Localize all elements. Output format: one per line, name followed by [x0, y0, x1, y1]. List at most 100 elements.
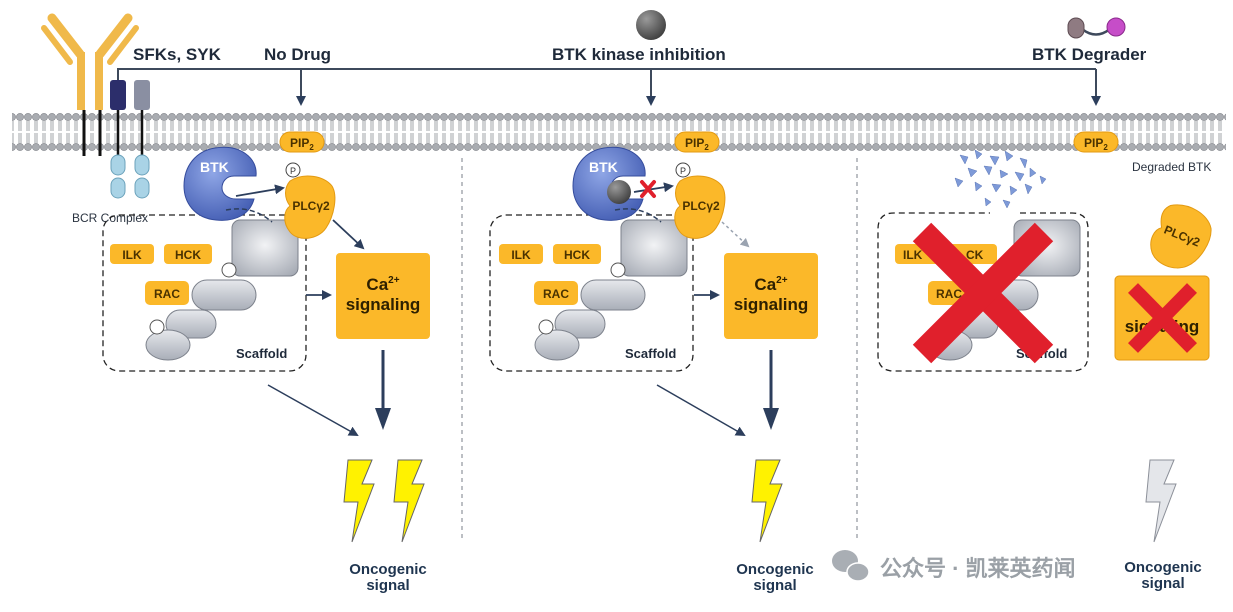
pip2-badge	[674, 131, 720, 153]
btk-to-plcg2-arrow	[633, 182, 674, 193]
btk-protein	[183, 146, 257, 221]
ca-to-signal-arrow	[763, 350, 779, 430]
scaffold-capsule-1	[580, 279, 646, 311]
ca-label: Ca	[754, 275, 776, 294]
panel-btk-degrader: PIP2 Degraded BTK	[877, 131, 1212, 592]
svg-text:PIP2: PIP2	[1084, 136, 1108, 152]
lightning-bolt-icon	[1145, 459, 1177, 543]
plcg2-to-ca-arrow	[332, 219, 365, 250]
watermark: 公众号 · 凯莱英药闻	[832, 550, 1076, 582]
pip2-label: PIP	[1084, 136, 1103, 150]
scaffold-ellipse	[145, 329, 191, 361]
scaffold-capsule-1	[191, 279, 257, 311]
hck-label: HCK	[564, 248, 590, 262]
pip2-subscript: 2	[309, 143, 314, 152]
phospho-label: P	[290, 166, 296, 176]
lightning-bolt-icon	[393, 459, 425, 543]
btk-degrader-label: BTK Degrader	[1032, 45, 1147, 64]
drug-sphere-icon	[636, 10, 666, 40]
rac-box	[145, 281, 189, 305]
degrader-molecule-icon	[1067, 17, 1126, 39]
ilk-label: ILK	[511, 248, 531, 262]
btk-label: BTK	[589, 159, 618, 175]
panel-no-drug: PIP2 ILK HCK RAC Scaffold BTK P PLCγ2 C	[102, 131, 430, 594]
ilk-label: ILK	[903, 248, 923, 262]
pip2-label: PIP	[290, 136, 309, 150]
wechat-icon	[832, 550, 870, 582]
svg-text:Ca2+: Ca2+	[754, 275, 787, 294]
rac-label: RAC	[936, 287, 962, 301]
inhibitor-sphere	[607, 180, 631, 204]
plcg2-label: PLCγ2	[292, 199, 330, 213]
ilk-box	[110, 244, 154, 264]
oncogenic-label: Oncogenic	[349, 561, 427, 578]
pip2-badge	[1073, 131, 1119, 153]
ca-superscript: 2+	[776, 275, 788, 286]
drug-connector-lines	[117, 68, 1101, 106]
hck-box	[553, 244, 601, 264]
btk-scaffold-link	[225, 208, 273, 223]
bcr-antibody-icon	[41, 13, 139, 156]
phospho-circle	[675, 162, 691, 178]
degraded-btk-label: Degraded BTK	[1132, 160, 1211, 174]
ca-signaling-label: signaling	[346, 295, 421, 314]
red-x-icon	[1128, 283, 1197, 353]
red-x-icon	[640, 180, 656, 198]
degraded-btk-fragments	[954, 149, 1047, 209]
ilk-label: ILK	[122, 248, 142, 262]
sfks-syk-label: SFKs, SYK	[133, 45, 222, 64]
signal-label: signal	[366, 577, 409, 594]
rac-box	[534, 281, 578, 305]
cell-membrane	[12, 112, 1226, 152]
btk-label: BTK	[200, 159, 229, 175]
scaffold-to-signal-arrow	[656, 384, 746, 436]
scaffold-node-2	[538, 319, 554, 335]
scaffold-square	[620, 219, 688, 277]
pip2-subscript: 2	[704, 143, 709, 152]
red-x-icon	[912, 222, 1054, 364]
scaffold-ellipse	[534, 329, 580, 361]
plcg2-label: PLCγ2	[682, 199, 720, 213]
oncogenic-label: Oncogenic	[736, 561, 814, 578]
phospho-label: P	[680, 166, 686, 176]
hck-box	[164, 244, 212, 264]
hck-label: CK	[966, 248, 984, 262]
pip2-subscript: 2	[1103, 143, 1108, 152]
ilk-box	[499, 244, 543, 264]
btk-inhibition-label: BTK kinase inhibition	[552, 45, 726, 64]
ca-label: Ca	[366, 275, 388, 294]
lightning-bolt-icon	[343, 459, 375, 543]
svg-text:PIP2: PIP2	[685, 136, 709, 152]
panel-btk-inhibition: PIP2 ILK HCK RAC Scaffold BTK P PLCγ2 Ca…	[489, 131, 818, 594]
scaffold-label: Scaffold	[236, 346, 287, 361]
lightning-bolt-icon	[751, 459, 783, 543]
rac-label: RAC	[154, 287, 180, 301]
plcg2-to-ca-arrow-dotted	[721, 221, 750, 248]
ca-signaling-box	[724, 253, 818, 339]
watermark-text: 公众号 · 凯莱英药闻	[880, 556, 1076, 581]
scaffold-node-1	[610, 262, 626, 278]
bcr-signaling-subunits	[110, 80, 150, 199]
signal-label: signal	[753, 577, 796, 594]
pip2-label: PIP	[685, 136, 704, 150]
svg-text:PIP2: PIP2	[290, 136, 314, 152]
scaffold-node-1	[221, 262, 237, 278]
plcg2-protein-free: PLCγ2	[1150, 204, 1212, 269]
signal-label: signal	[1141, 575, 1184, 592]
scaffold-node-2	[149, 319, 165, 335]
svg-text:Ca2+: Ca2+	[366, 275, 399, 294]
oncogenic-label: Oncogenic	[1124, 559, 1202, 576]
phospho-circle	[285, 162, 301, 178]
scaffold-capsule-2	[554, 309, 606, 339]
ca-superscript: 2+	[388, 275, 400, 286]
scaffold-square	[231, 219, 299, 277]
no-drug-label: No Drug	[264, 45, 331, 64]
scaffold-to-signal-arrow	[267, 384, 359, 436]
ca-signaling-label: signaling	[734, 295, 809, 314]
ca-signaling-box	[336, 253, 430, 339]
scaffold-capsule-2	[165, 309, 217, 339]
scaffold-label: Scaffold	[625, 346, 676, 361]
btk-to-plcg2-arrow	[235, 184, 285, 197]
hck-label: HCK	[175, 248, 201, 262]
